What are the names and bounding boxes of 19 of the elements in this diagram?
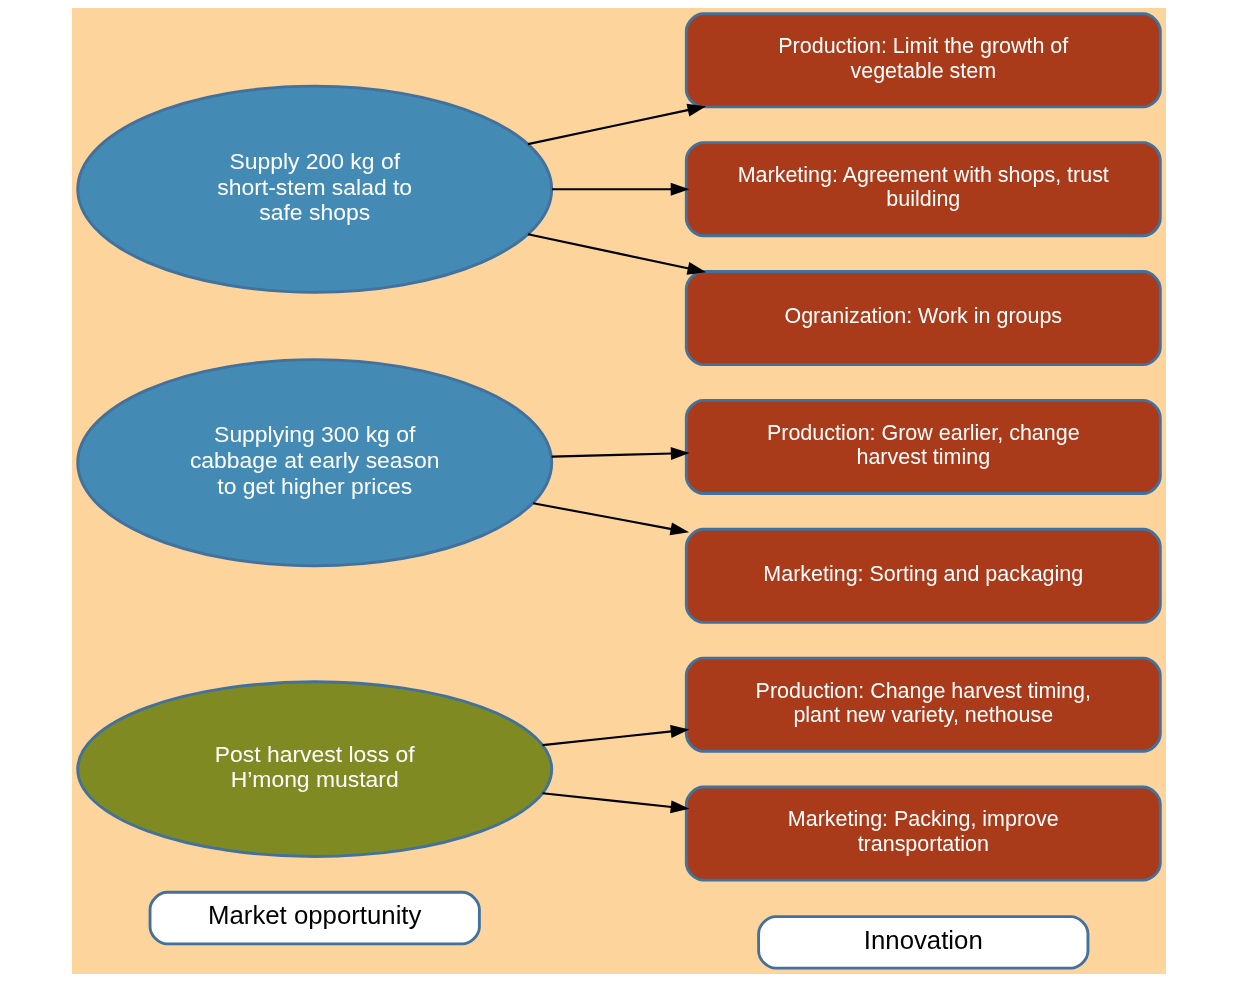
arrow xyxy=(532,502,689,536)
node-box: Marketing: Packing, improve transportation xyxy=(684,785,1162,882)
node-box: Production: Grow earlier, change harvest timing xyxy=(684,399,1162,495)
arrow xyxy=(527,103,706,146)
node-box: Marketing: Agreement with shops, trust building xyxy=(684,141,1162,238)
node-box: Production: Limit the growth of vegetable stem xyxy=(684,12,1162,109)
node-ellipse: Post harvest loss of H’mong mustard xyxy=(75,680,553,858)
arrow xyxy=(527,233,706,275)
node-box: Innovation xyxy=(756,915,1089,970)
arrow xyxy=(541,724,689,747)
arrow xyxy=(541,792,689,814)
node-ellipse: Supply 200 kg of short-stem salad to safe shops xyxy=(75,84,553,294)
arrow xyxy=(551,182,689,196)
node-ellipse: Supplying 300 kg of cabbage at early season to get higher prices xyxy=(75,358,553,568)
arrow xyxy=(551,446,689,461)
node-box: Market opportunity xyxy=(148,890,481,946)
node-box: Ogranization: Work in groups xyxy=(684,270,1162,367)
node-box: Marketing: Sorting and packaging xyxy=(684,527,1162,624)
node-box: Production: Change harvest timing, plant new variety, nethouse xyxy=(684,656,1162,753)
